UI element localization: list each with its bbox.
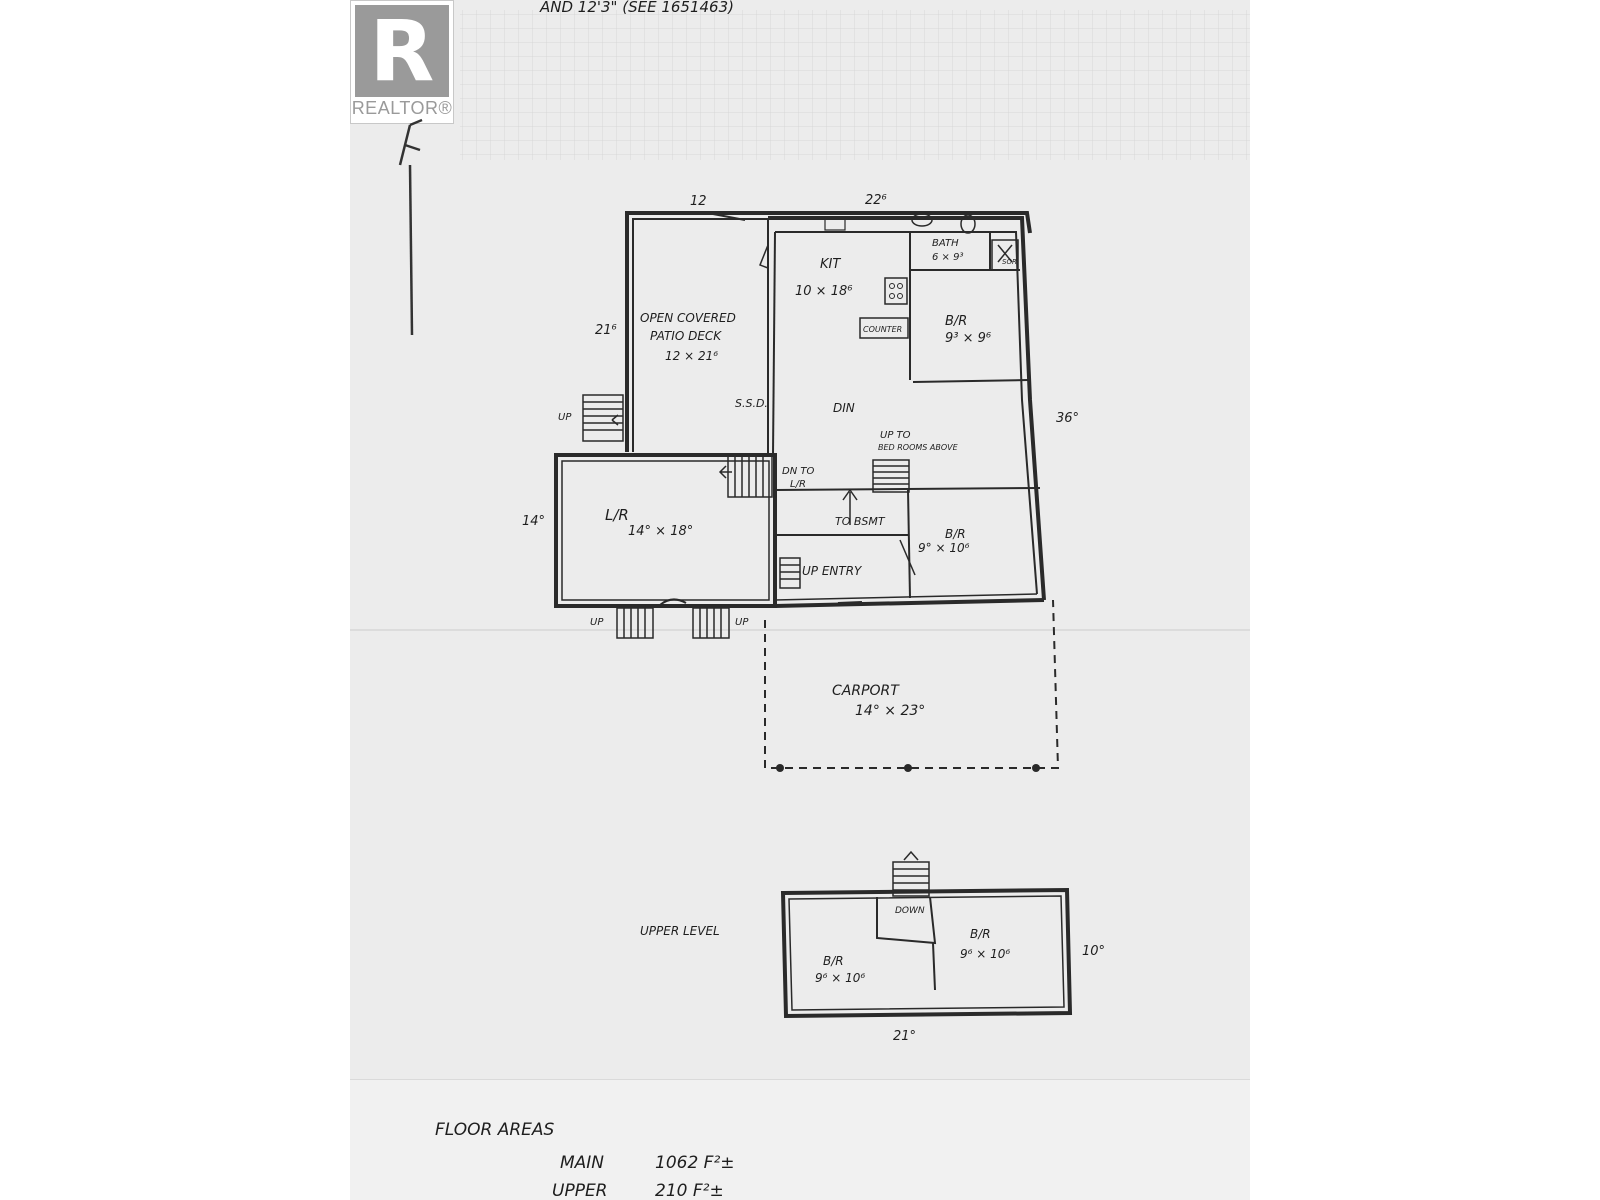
north-arrow-icon: [398, 118, 423, 336]
stairs-icon: [779, 557, 801, 589]
bath-size: 6 × 9³: [932, 252, 963, 263]
realtor-logo: R REALTOR®: [350, 0, 454, 124]
dim-living-side: 14°: [522, 514, 545, 529]
stair-up-label: UP: [558, 412, 572, 423]
upper-depth-dim: 10°: [1082, 944, 1105, 959]
upper-bedroom-left-label: B/R: [823, 954, 844, 968]
deck-label-line1: OPEN COVERED: [640, 311, 736, 325]
floor-area-upper-value: 210 F²±: [655, 1181, 724, 1200]
stairs-icon: [718, 454, 773, 498]
dining-label: DIN: [833, 401, 855, 415]
bedroom-a-label: B/R: [945, 314, 967, 329]
floor-area-main-value: 1062 F²±: [655, 1153, 735, 1173]
dim-right-side: 36°: [1056, 411, 1079, 426]
furnace-label: SOR: [1002, 258, 1017, 266]
paper-grid: [460, 10, 1250, 160]
kitchen-size: 10 × 18⁶: [795, 284, 852, 299]
entry-label: UP ENTRY: [802, 564, 863, 578]
upper-down-label: DOWN: [895, 906, 925, 916]
floor-areas-title: FLOOR AREAS: [435, 1120, 555, 1140]
carport-post: [904, 764, 912, 772]
house-east-wall-inner: [775, 231, 1038, 595]
floor-area-main-label: MAIN: [560, 1153, 604, 1173]
upper-bedroom-right-size: 9⁶ × 10⁶: [960, 947, 1010, 961]
stairs-icon: [616, 607, 654, 639]
stairs-icon: [582, 394, 624, 442]
carport-post: [1032, 764, 1040, 772]
floor-area-upper-label: UPPER: [552, 1181, 608, 1200]
upper-bedroom-right-label: B/R: [970, 927, 991, 941]
deck-inner-wall: [632, 218, 769, 455]
deck-door-label: S.S.D.: [735, 397, 768, 410]
realtor-r-icon: R: [355, 5, 449, 97]
dn-lr-label-line2: L/R: [790, 479, 806, 490]
bedroom-b-size: 9° × 10⁶: [918, 541, 970, 555]
upper-level-label: UPPER LEVEL: [640, 924, 720, 938]
living-size: 14° × 18°: [628, 524, 693, 539]
stair-up-label: UP: [735, 617, 749, 628]
dim-top-right: 22⁶: [865, 193, 887, 208]
bedroom-a-size: 9³ × 9⁶: [945, 331, 991, 346]
stairs-up-label-line2: BED ROOMS ABOVE: [878, 443, 959, 452]
upper-floor-plan: [780, 850, 1073, 1019]
carport-outline: [764, 599, 1060, 769]
living-label: L/R: [605, 506, 629, 524]
header-note: AND 12'3" (SEE 1651463): [539, 0, 734, 16]
realtor-logo-text: REALTOR®: [351, 98, 453, 118]
upper-bedroom-left-size: 9⁶ × 10⁶: [815, 971, 865, 985]
stairs-icon: [692, 607, 730, 639]
stairs-up-label-line1: UP TO: [880, 430, 911, 441]
counter-label: COUNTER: [863, 325, 902, 334]
to-bsmt-label: TO BSMT: [835, 515, 886, 528]
dn-lr-label-line1: DN TO: [782, 466, 814, 477]
main-floor-plan: [554, 211, 1046, 608]
upper-width-dim: 21°: [893, 1029, 916, 1044]
bath-label: BATH: [932, 238, 959, 249]
dim-left-side: 21⁶: [595, 323, 617, 338]
deck-size: 12 × 21⁶: [665, 349, 718, 363]
kitchen-label: KIT: [820, 257, 841, 272]
stair-up-label: UP: [590, 617, 604, 628]
dim-top-left: 12: [690, 194, 707, 209]
deck-label-line2: PATIO DECK: [650, 329, 722, 343]
deck-outer-wall: [625, 211, 1032, 452]
stairs-icon: [872, 459, 910, 493]
carport-post: [776, 764, 784, 772]
carport-label: CARPORT: [832, 683, 900, 699]
bedroom-b-label: B/R: [945, 527, 966, 541]
carport-size: 14° × 23°: [855, 703, 925, 719]
paper-bottom-panel: [350, 1080, 1250, 1200]
house-east-wall: [768, 216, 1046, 601]
